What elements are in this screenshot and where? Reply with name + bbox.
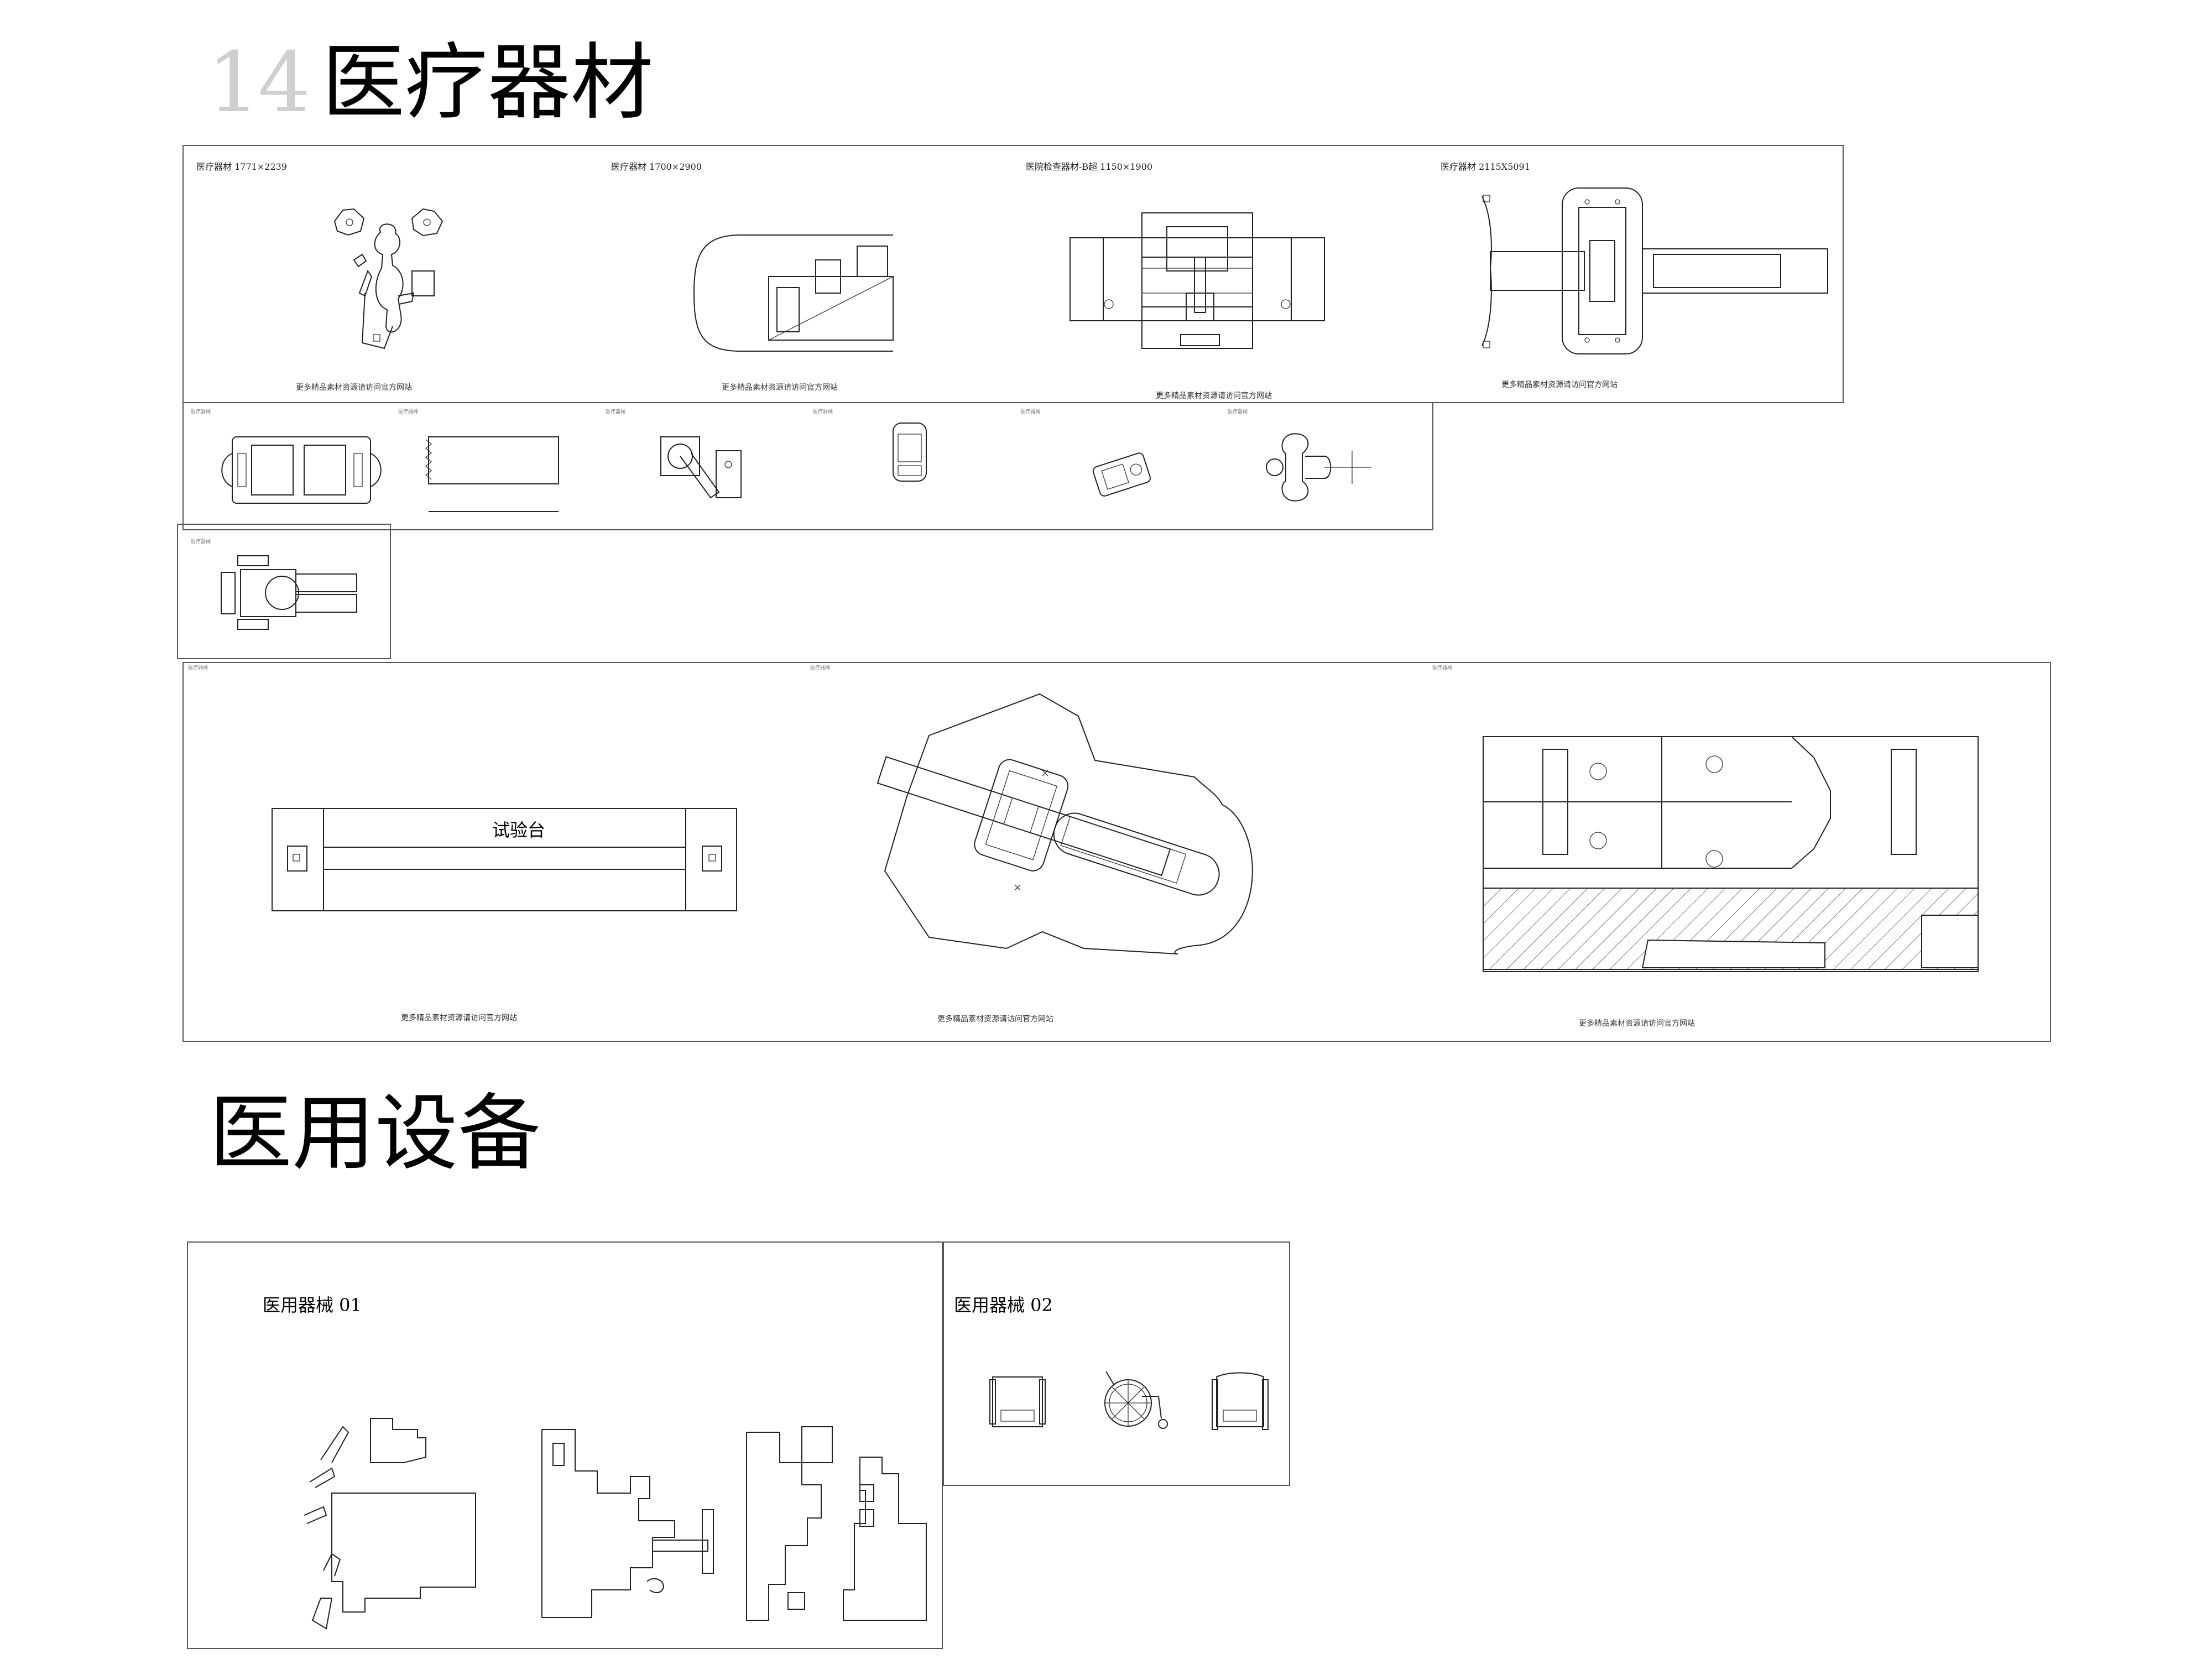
sheet-2-frame (182, 402, 1433, 530)
panel-02-frame (943, 1241, 1290, 1486)
sheet-3-caption: 医疗器械 (191, 539, 211, 545)
medical-machine-drawing-2 (536, 1427, 724, 1626)
sheet-1-note-4: 更多精品素材资源请访问官方网站 (1501, 380, 1618, 389)
treatment-table-drawing (423, 434, 561, 517)
sheet-4-note-1: 更多精品素材资源请访问官方网站 (401, 1014, 517, 1022)
sheet-4-caption-1: 医疗器械 (188, 665, 208, 671)
sheet-2-caption-2: 医疗器械 (398, 409, 419, 415)
medical-machine-drawing-3 (744, 1424, 943, 1629)
sheet-1-note-1: 更多精品素材资源请访问官方网站 (296, 383, 412, 392)
hospital-bed-drawing (1471, 185, 1836, 357)
sheet-1-label-3: 医院检查器材-B超 1150×1900 (1026, 161, 1153, 172)
sheet-2-caption-5: 医疗器械 (1020, 409, 1041, 415)
sheet-1-note-3: 更多精品素材资源请访问官方网站 (1156, 392, 1272, 400)
sheet-1-note-2: 更多精品素材资源请访问官方网站 (722, 383, 838, 392)
section-number: 14 (207, 35, 311, 131)
wheelchair-rear-drawing (1211, 1369, 1269, 1438)
sheet-2-caption-4: 医疗器械 (813, 409, 833, 415)
sheet-2-caption-3: 医疗器械 (606, 409, 626, 415)
sheet-1-label-4: 医疗器材 2115X5091 (1441, 161, 1530, 172)
wheelchair-front-drawing (990, 1371, 1045, 1435)
sheet-2-caption-1: 医疗器械 (191, 409, 211, 415)
sheet-4-note-2: 更多精品素材资源请访问官方网站 (937, 1015, 1053, 1024)
operating-table-drawing (218, 553, 362, 633)
test-bench-label: 试验台 (492, 820, 546, 841)
panel-02-title: 医用器械 02 (954, 1295, 1053, 1316)
dialysis-machine-drawing (221, 434, 382, 506)
sheet-1-label-2: 医疗器材 1700×2900 (611, 161, 702, 172)
angled-bed-drawing (863, 694, 1266, 959)
incubator-drawing (890, 420, 929, 487)
section-2-title: 医用设备 (209, 1086, 541, 1182)
section-title: 医疗器材 (321, 35, 654, 131)
panel-01-frame (187, 1241, 943, 1649)
test-bench-drawing (271, 807, 738, 912)
gynecology-chair-drawing (658, 434, 747, 512)
sheet-3-frame (177, 524, 391, 659)
wheelchair-side-drawing (1098, 1369, 1172, 1438)
medical-machine-drawing-1 (293, 1416, 492, 1629)
sheet-4-caption-3: 医疗器械 (1432, 665, 1453, 671)
equipment-room-drawing (1482, 735, 1980, 973)
monitor-device-drawing (1089, 451, 1156, 495)
sheet-1-label-1: 医疗器材 1771×2239 (196, 161, 287, 172)
ultrasound-drawing (1067, 210, 1327, 354)
panel-01-title: 医用器械 01 (263, 1295, 362, 1316)
sheet-4-note-3: 更多精品素材资源请访问官方网站 (1579, 1019, 1695, 1028)
dental-chair-drawing (321, 199, 465, 365)
sheet-4-caption-2: 医疗器械 (810, 665, 831, 671)
sheet-4-frame (182, 662, 2051, 1042)
dental-unit-small-drawing (1264, 429, 1374, 506)
sheet-2-caption-6: 医疗器械 (1228, 409, 1248, 415)
treatment-unit-drawing (691, 232, 901, 354)
